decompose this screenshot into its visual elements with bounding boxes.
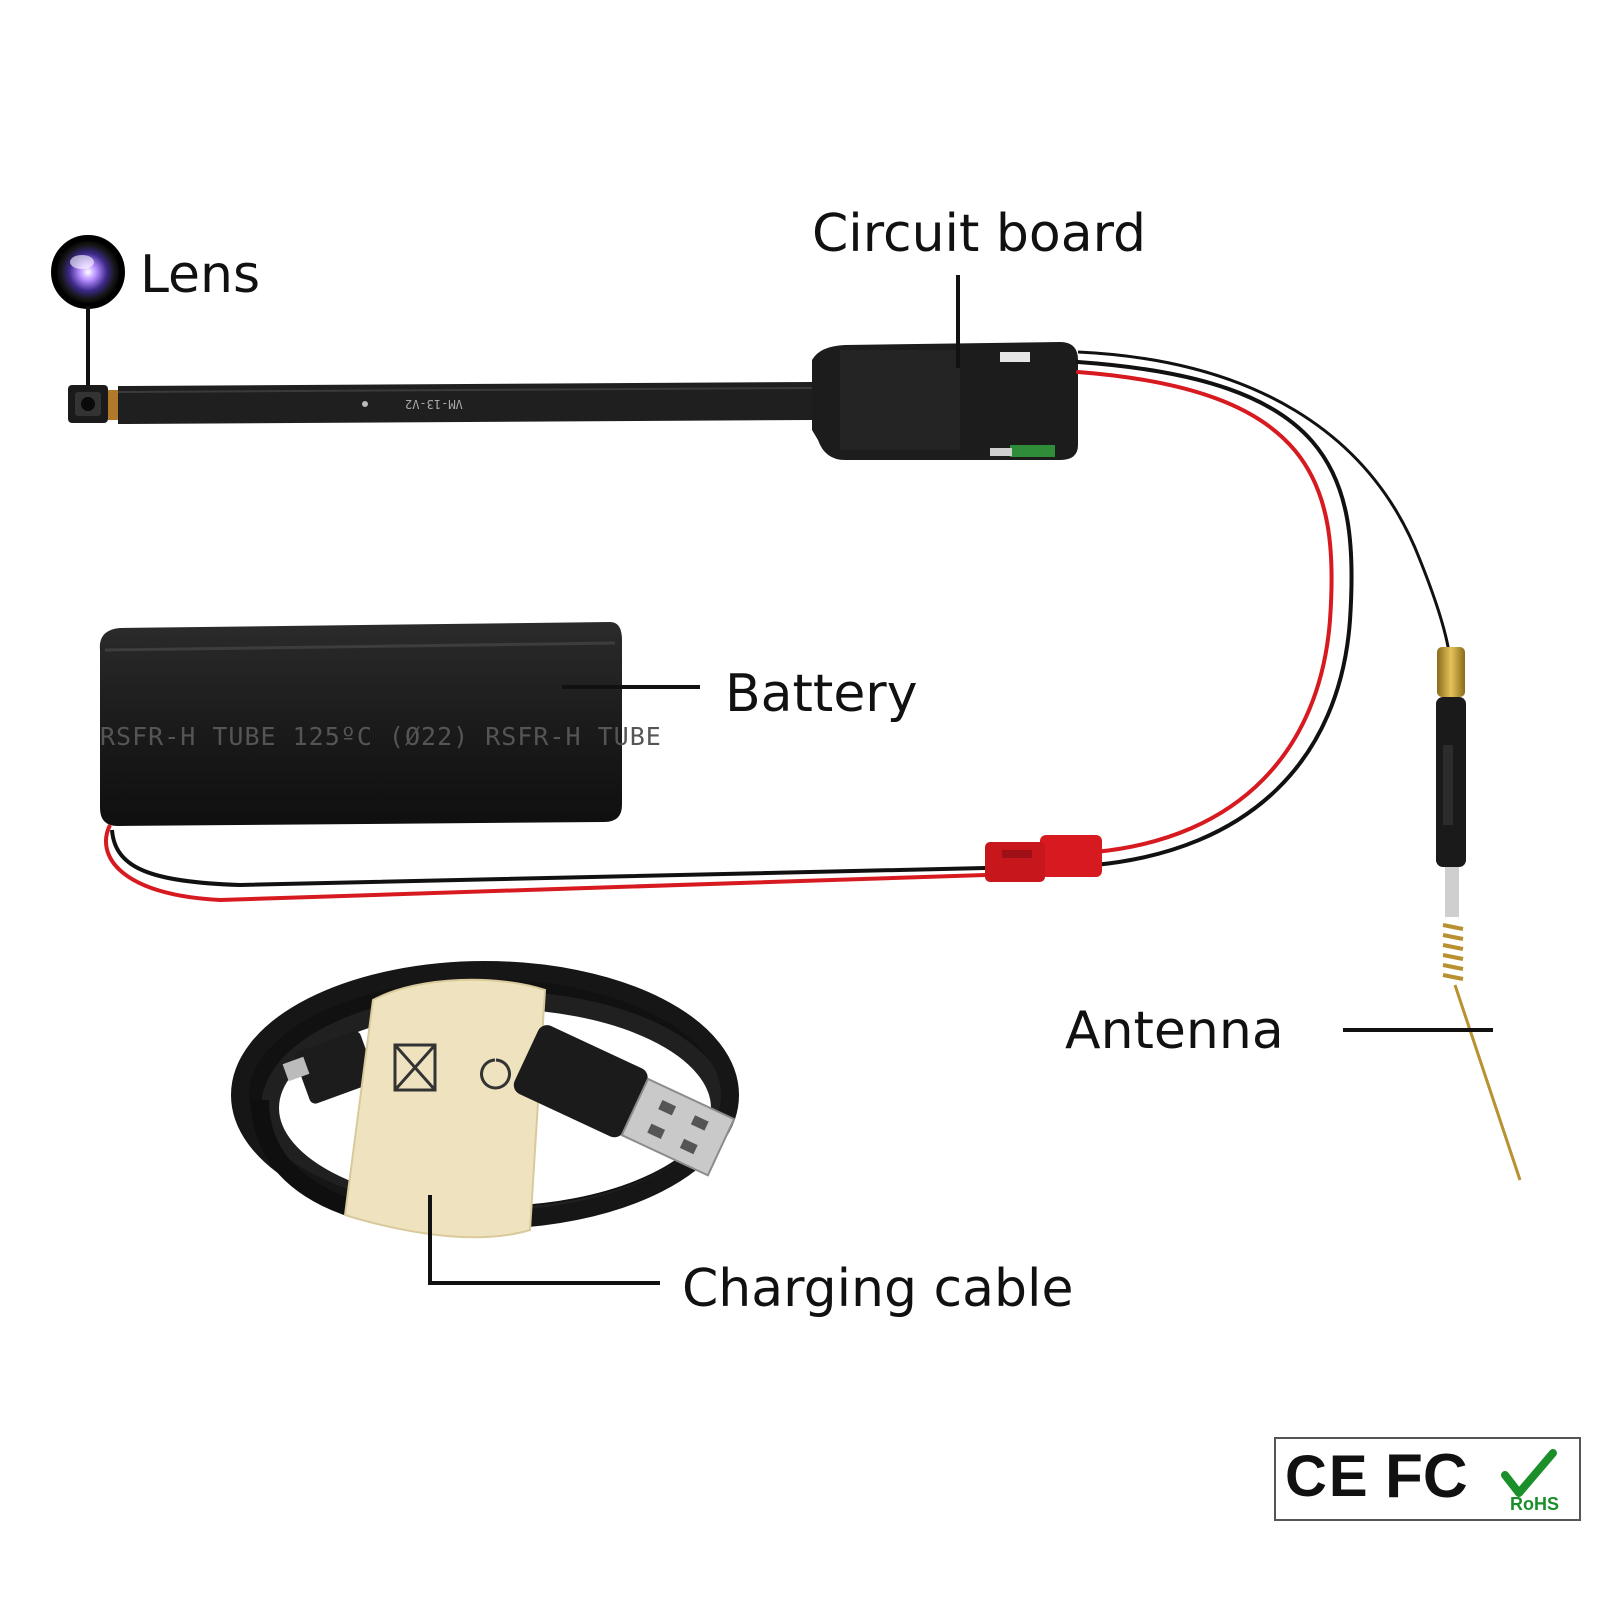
circuit-board: [812, 342, 1078, 460]
antenna: [1436, 647, 1522, 1181]
ribbon-cable: [117, 382, 813, 424]
rohs-checkmark-icon: [1501, 1449, 1557, 1497]
lens-icon: [51, 235, 125, 309]
certification-box: [1274, 1437, 1581, 1521]
rohs-mark: RoHS: [1510, 1494, 1559, 1514]
cable-band: [343, 978, 547, 1239]
ce-mark: CE: [1285, 1444, 1370, 1509]
antenna-label: Antenna: [1065, 1001, 1284, 1061]
battery-label: Battery: [725, 664, 918, 724]
charging-cable-pointer-line: [428, 1195, 660, 1285]
circuit-board-label: Circuit board: [812, 204, 1147, 264]
battery-lead-wires: [104, 824, 986, 903]
fcc-mark: FC: [1385, 1442, 1468, 1511]
jst-connector: [985, 835, 1102, 882]
lens-label: Lens: [140, 245, 261, 305]
charging-cable-label: Charging cable: [682, 1259, 1074, 1319]
camera-module: [68, 385, 120, 423]
antenna-wire: [1077, 350, 1452, 661]
battery-pack: [99, 622, 623, 826]
micro-usb-connector: [282, 1031, 376, 1104]
battery-print-text: RSFR-H TUBE 125ºC (Ø22) RSFR-H TUBE: [100, 722, 662, 751]
usb-a-connector: [513, 1025, 736, 1177]
battery-wires: [1076, 360, 1354, 867]
ribbon-print-text: VM-13-V2: [405, 397, 463, 411]
